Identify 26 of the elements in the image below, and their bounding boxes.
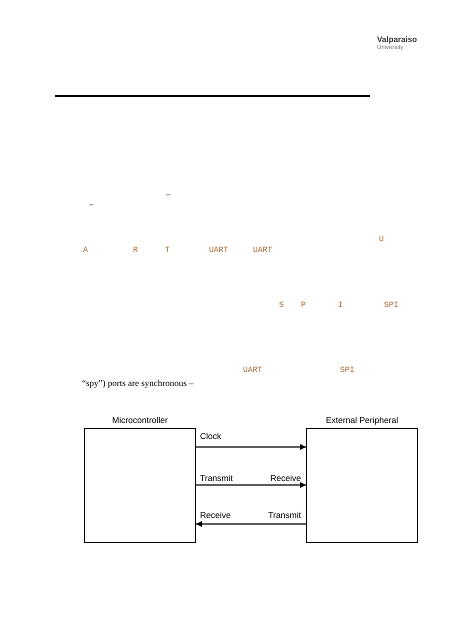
signal-label: Transmit bbox=[200, 474, 233, 482]
code-term: SPI bbox=[340, 367, 354, 375]
edge-label: Clock bbox=[200, 432, 222, 440]
signal-label: Receive bbox=[270, 474, 301, 482]
code-term: UART bbox=[253, 247, 272, 255]
code-term: UART bbox=[209, 247, 228, 255]
signal-label: Transmit bbox=[268, 511, 301, 520]
arrow bbox=[196, 444, 306, 450]
code-term: R bbox=[133, 247, 138, 255]
arrow bbox=[196, 521, 306, 527]
text-fragment: – bbox=[166, 190, 170, 199]
arrow bbox=[196, 482, 306, 488]
body-text: “spy”) ports are synchronous – bbox=[82, 379, 194, 388]
code-term: I bbox=[338, 302, 343, 310]
code-term: T bbox=[165, 247, 170, 255]
code-term: SPI bbox=[384, 302, 398, 310]
block-title: Microcontroller bbox=[111, 414, 169, 427]
code-term: U bbox=[379, 236, 384, 244]
code-term: A bbox=[83, 247, 88, 255]
university-name: Valparaiso bbox=[377, 36, 418, 44]
code-term: S bbox=[279, 302, 284, 310]
signal-label: Receive bbox=[200, 511, 231, 520]
code-term: P bbox=[301, 302, 306, 310]
block-title: External Peripheral bbox=[324, 414, 400, 427]
text-fragment: – bbox=[89, 200, 94, 209]
code-term: UART bbox=[243, 367, 262, 375]
